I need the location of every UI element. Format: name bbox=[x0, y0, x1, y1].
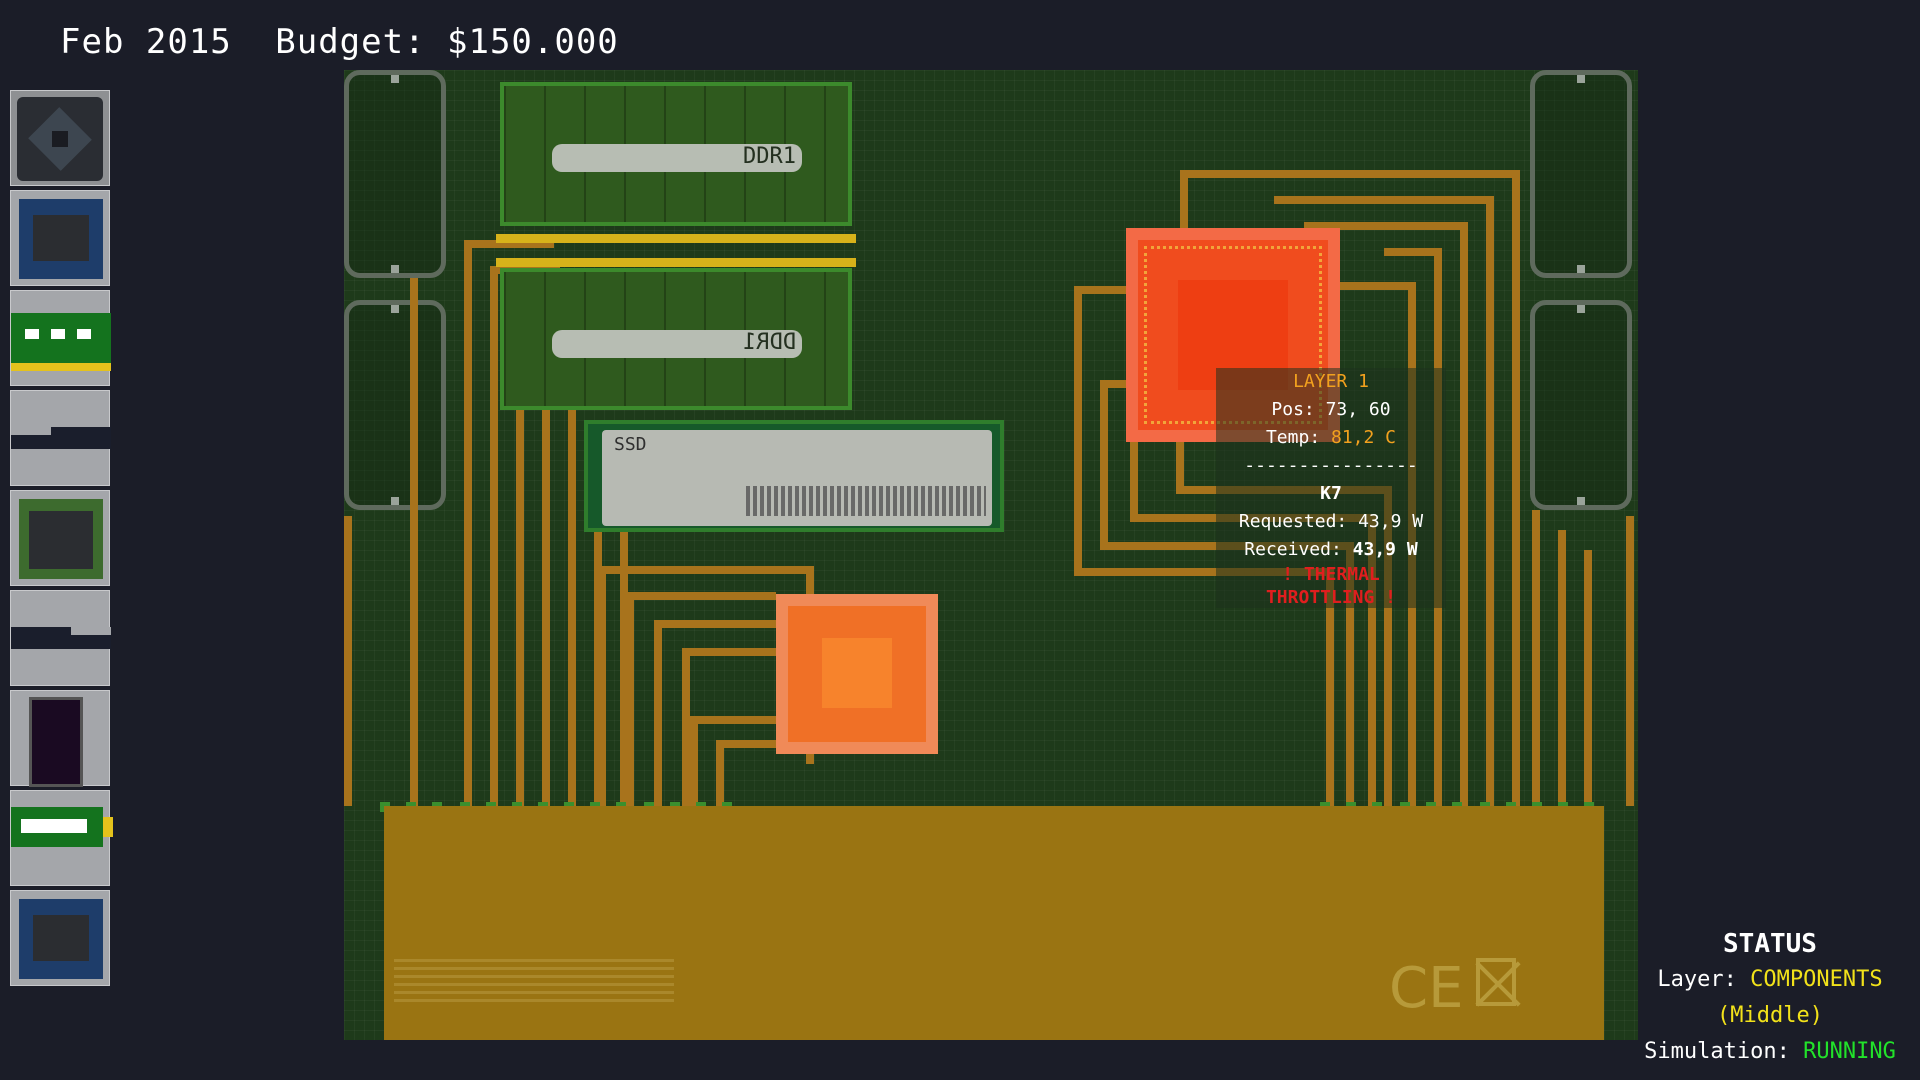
weee-bin-icon bbox=[1476, 958, 1516, 1006]
ssd-fine-print bbox=[746, 486, 986, 516]
palette-item-nvme[interactable] bbox=[10, 790, 113, 886]
ram-icon bbox=[11, 313, 111, 371]
date-label: Feb 2015 bbox=[60, 22, 232, 62]
component-palette bbox=[10, 90, 113, 990]
palette-item-cpu[interactable] bbox=[10, 190, 110, 286]
ssd-label: SSD bbox=[614, 434, 647, 455]
status-layer-sub: (Middle) bbox=[1717, 1003, 1823, 1028]
dark-module-icon bbox=[29, 697, 83, 787]
ram-module-2[interactable]: DDR1 bbox=[500, 268, 852, 410]
ram-contacts-1 bbox=[496, 234, 856, 243]
tooltip-warning-2: THROTTLING ! bbox=[1265, 587, 1397, 608]
palette-item-cpu-2[interactable] bbox=[10, 890, 110, 986]
edge-connector[interactable]: CE bbox=[384, 806, 1604, 1040]
palette-item-fan[interactable] bbox=[10, 90, 110, 186]
tooltip-requested: Requested: 43,9 W bbox=[1238, 511, 1424, 532]
budget-label: Budget: $150.000 bbox=[275, 22, 619, 62]
ram-module-1[interactable]: DDR1 bbox=[500, 82, 852, 226]
tooltip-position: Pos: 73, 60 bbox=[1271, 399, 1391, 420]
component-tooltip: LAYER 1 Pos: 73, 60 Temp: 81,2 C -------… bbox=[1216, 368, 1446, 608]
tooltip-part-name: K7 bbox=[1320, 483, 1342, 504]
cpu-blue-icon bbox=[19, 899, 103, 979]
tooltip-temp: Temp: 81,2 C bbox=[1265, 427, 1397, 448]
ssd-sticker: SSD bbox=[602, 430, 992, 526]
status-sim-value: RUNNING bbox=[1803, 1039, 1896, 1064]
palette-item-ssd-2[interactable] bbox=[10, 590, 111, 686]
palette-item-gpu[interactable] bbox=[10, 490, 110, 586]
status-layer: Layer: COMPONENTS bbox=[1657, 967, 1883, 992]
ce-mark: CE bbox=[1389, 956, 1464, 1021]
status-simulation: Simulation: RUNNING bbox=[1644, 1039, 1896, 1064]
palette-item-ssd[interactable] bbox=[10, 390, 111, 486]
ram-module-1-label: DDR1 bbox=[552, 144, 802, 172]
palette-item-ram[interactable] bbox=[10, 290, 111, 386]
palette-item-module[interactable] bbox=[10, 690, 110, 787]
header: Feb 2015 Budget: $150.000 bbox=[60, 22, 641, 62]
ram-contacts-2 bbox=[496, 258, 856, 267]
connector-fine-print bbox=[394, 958, 674, 1002]
mount-frame-left-top[interactable] bbox=[344, 70, 446, 278]
ssd-icon bbox=[11, 427, 111, 449]
status-title: STATUS bbox=[1723, 929, 1817, 959]
tooltip-separator: ---------------- bbox=[1244, 455, 1418, 476]
fan-icon bbox=[17, 97, 103, 181]
ssd-icon bbox=[11, 627, 111, 649]
gpu-chip-icon bbox=[19, 499, 103, 579]
tooltip-received: Received: 43,9 W bbox=[1244, 539, 1418, 560]
nvme-icon bbox=[11, 807, 113, 847]
tooltip-layer: LAYER 1 bbox=[1293, 371, 1369, 392]
ssd-module[interactable]: SSD bbox=[584, 420, 1004, 532]
status-layer-value: COMPONENTS bbox=[1750, 967, 1883, 992]
tooltip-warning-1: ! THERMAL bbox=[1282, 564, 1380, 585]
mount-frame-left-bottom[interactable] bbox=[344, 300, 446, 510]
status-panel: STATUS Layer: COMPONENTS (Middle) Simula… bbox=[1640, 926, 1900, 1076]
cpu-secondary[interactable] bbox=[776, 594, 938, 754]
mount-frame-right-top[interactable] bbox=[1530, 70, 1632, 278]
motherboard[interactable]: DDR1 DDR1 SSD LAYER 1 Pos: 73, 60 Temp: … bbox=[344, 70, 1638, 1040]
ram-module-2-label: DDR1 bbox=[552, 330, 802, 358]
mount-frame-right-bottom[interactable] bbox=[1530, 300, 1632, 510]
cpu-blue-icon bbox=[19, 199, 103, 279]
tooltip-temp-value: 81,2 C bbox=[1331, 427, 1397, 448]
